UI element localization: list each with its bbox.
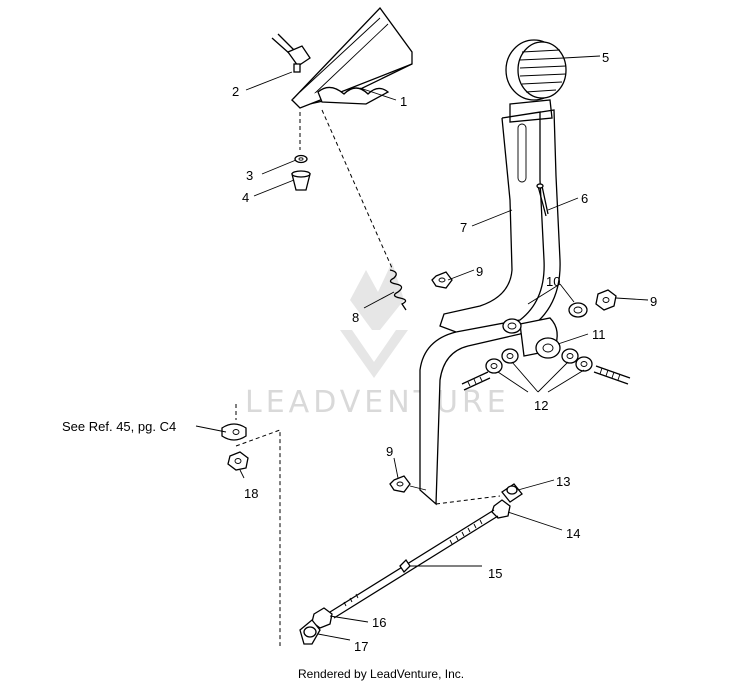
callout-2: 2 xyxy=(232,84,239,99)
callout-8: 8 xyxy=(352,310,359,325)
spring-hook-line xyxy=(321,109,393,269)
brake-pedal-lever xyxy=(419,99,561,506)
callout-11: 11 xyxy=(592,327,606,342)
callout-5: 5 xyxy=(602,50,609,65)
watermark-text: LEADVENTURE xyxy=(245,385,510,420)
callout-6: 6 xyxy=(581,191,588,206)
spacer-washers-12 xyxy=(485,348,593,374)
reference-clip xyxy=(221,423,247,441)
callout-12: 12 xyxy=(534,398,548,413)
nut-18 xyxy=(227,451,249,471)
callout-9-lower: 9 xyxy=(386,444,393,459)
callout-9-right: 9 xyxy=(650,294,657,309)
washer-10-left xyxy=(502,318,522,334)
nut-9-upper xyxy=(431,271,453,289)
brake-light-switch xyxy=(271,33,311,73)
callout-4: 4 xyxy=(242,190,249,205)
watermark-logo xyxy=(340,262,408,378)
callout-10: 10 xyxy=(546,274,560,289)
callout-17: 17 xyxy=(354,639,368,654)
callout-9-upper: 9 xyxy=(476,264,483,279)
reference-note: See Ref. 45, pg. C4 xyxy=(62,419,176,434)
rod-link-line xyxy=(435,495,501,505)
reference-bracket-line xyxy=(235,404,281,646)
lower-bolt-line xyxy=(409,485,427,491)
jam-nut-14 xyxy=(491,499,511,519)
callout-13: 13 xyxy=(556,474,570,489)
footer-credit: Rendered by LeadVenture, Inc. xyxy=(298,667,464,681)
callout-15: 15 xyxy=(488,566,502,581)
return-spring xyxy=(389,269,407,311)
boot-cap-4 xyxy=(291,170,311,191)
callout-7: 7 xyxy=(460,220,467,235)
cotter-pin xyxy=(536,183,549,217)
nut-9-right xyxy=(595,289,617,311)
brake-rod xyxy=(329,509,499,619)
callout-14: 14 xyxy=(566,526,580,541)
rod-end-13 xyxy=(501,483,523,503)
washer-10-right xyxy=(568,302,588,318)
frame-bracket xyxy=(291,6,413,109)
washer-3 xyxy=(294,154,308,164)
leader-lines xyxy=(195,55,649,641)
rod-end-17 xyxy=(299,619,321,645)
pivot-bolt xyxy=(461,365,631,391)
callout-3: 3 xyxy=(246,168,253,183)
callout-18: 18 xyxy=(244,486,258,501)
callout-16: 16 xyxy=(372,615,386,630)
pivot-bushing xyxy=(519,317,561,359)
callout-1: 1 xyxy=(400,94,407,109)
nut-9-lower xyxy=(389,475,411,493)
pedal-pad xyxy=(505,39,567,101)
